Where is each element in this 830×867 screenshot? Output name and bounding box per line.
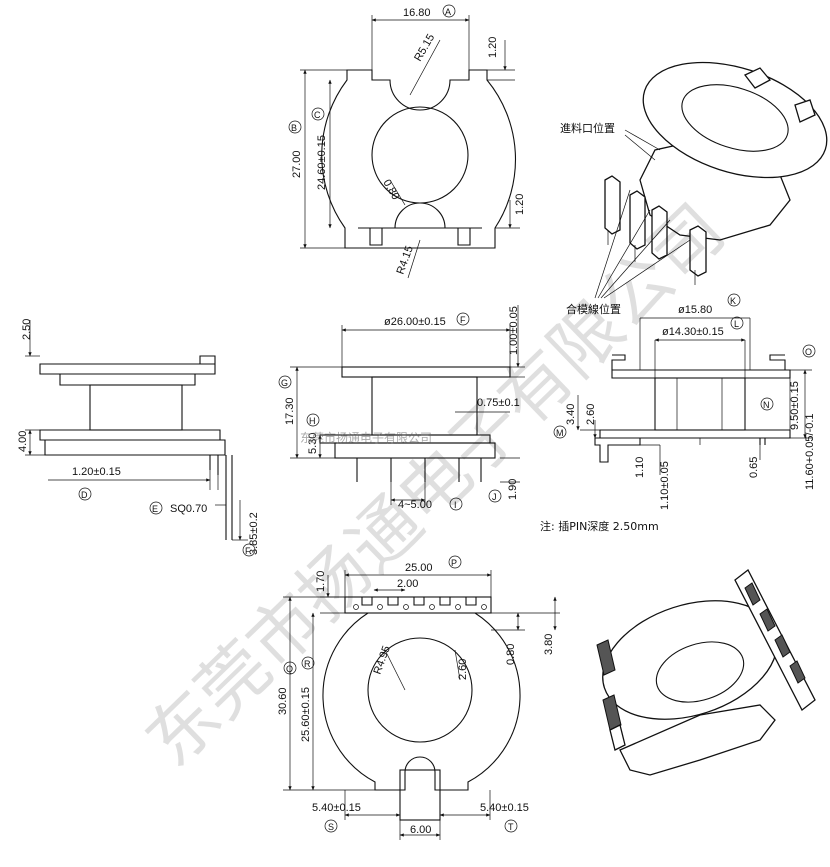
label-parting-line: 合模線位置	[566, 302, 621, 316]
dim-h170: 1.70	[315, 571, 327, 592]
side-view: 2.50 4.00 1.20±0.15 D E SQ0.70 3.85±0.2 …	[17, 319, 260, 557]
dim-h120a: 1.20	[487, 37, 499, 58]
dim-a: 16.80	[403, 7, 431, 19]
dim-r: 25.60±0.15	[300, 687, 312, 742]
dim-pitch: 4~5.00	[398, 499, 432, 511]
dim-h250: 2.50	[21, 319, 33, 340]
dim-m-tag: M	[556, 428, 564, 438]
dim-h400: 4.00	[17, 431, 29, 452]
dim-h380: 3.80	[543, 634, 555, 655]
dim-h: 5.30	[307, 433, 319, 454]
dim-b: 27.00	[291, 150, 303, 178]
dim-p-tag: P	[451, 558, 457, 568]
dim-a-tag: A	[445, 7, 451, 17]
dim-t: 5.40±0.15	[480, 802, 529, 814]
dim-l: ø14.30±0.15	[662, 326, 724, 338]
dim-n-tag: N	[763, 400, 770, 410]
front-view: ø26.00±0.15 F 1.00±0.05 G 17.30 H 5.30 0…	[278, 305, 525, 511]
bottom-view: 25.00 P 1.70 2.00 R4.95 2.60 0.80 3.80 Q…	[277, 555, 560, 840]
dim-g: 17.30	[284, 397, 296, 425]
dim-h120b: 1.20	[514, 194, 526, 215]
dim-t100: 1.00±0.05	[508, 306, 520, 355]
dim-h-tag: H	[309, 416, 316, 426]
section-view: ø15.80 K ø14.30±0.15 L 3.40 2.60 M N 9.5…	[540, 293, 816, 533]
dim-s: 5.40±0.15	[312, 802, 361, 814]
dim-r415: R4.15	[395, 244, 416, 276]
pin-depth-note: 注: 插PIN深度 2.50mm	[540, 519, 659, 533]
dim-o-tag: O	[805, 347, 812, 357]
dim-q-tag: Q	[286, 664, 293, 674]
dim-h080: 0.80	[505, 644, 517, 665]
dim-f-tag: F	[245, 546, 251, 556]
dim-k-tag: K	[730, 296, 736, 306]
dim-l-tag: L	[734, 319, 739, 329]
dim-e: SQ0.70	[170, 503, 207, 515]
dim-s-tag: S	[328, 822, 334, 832]
label-feed-gate: 進料口位置	[560, 121, 615, 135]
dim-n950: 9.50±0.15	[789, 381, 801, 430]
dim-p: 25.00	[405, 562, 433, 574]
dim-r495: R4.95	[372, 644, 393, 676]
dim-o: 11.60+0.05/-0.1	[804, 413, 816, 490]
dim-d-tag: D	[81, 490, 88, 500]
watermark-small: 东莞市扬通电子有限公司	[300, 430, 432, 445]
dim-j: 1.90	[507, 479, 519, 500]
top-view: 16.80 A R5.15 1.20 27.00 B 24.60±0.15 C …	[288, 4, 526, 279]
dim-pitch-tag: I	[454, 500, 457, 510]
dim-w200: 2.00	[397, 578, 418, 590]
dim-m260: 2.60	[585, 404, 597, 425]
iso-view-top: 進料口位置 合模線位置	[560, 61, 828, 316]
dim-p26-tag: F	[460, 315, 466, 325]
dim-q: 30.60	[277, 687, 289, 715]
dim-w075: 0.75±0.1	[477, 397, 520, 409]
dim-h065: 0.65	[748, 457, 760, 478]
dim-b-tag: B	[291, 123, 297, 133]
dim-h110a: 1.10	[634, 457, 646, 478]
dim-r515: R5.15	[412, 32, 437, 63]
dim-h110b: 1.10±0.05	[659, 461, 671, 510]
dim-r-tag: R	[304, 659, 311, 669]
iso-view-bottom	[596, 569, 816, 776]
dim-p26: ø26.00±0.15	[384, 316, 446, 328]
dim-m340: 3.40	[565, 404, 577, 425]
dim-t-tag: T	[508, 822, 514, 832]
dim-c: 24.60±0.15	[316, 135, 328, 190]
dim-d: 1.20±0.15	[72, 466, 121, 478]
dim-c-tag: C	[314, 110, 321, 120]
dim-j-tag: J	[492, 492, 497, 502]
dim-g-tag: G	[281, 378, 288, 388]
dim-w600: 6.00	[410, 824, 431, 836]
dim-k: ø15.80	[678, 304, 712, 316]
dim-h260: 2.60	[457, 659, 469, 680]
dim-e-tag: E	[152, 504, 158, 514]
